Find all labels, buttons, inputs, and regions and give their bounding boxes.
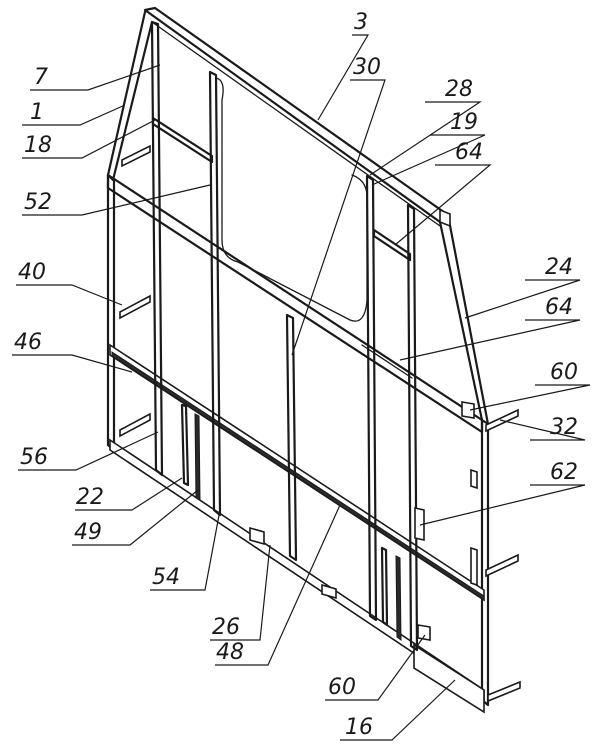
label-60a: 60 (550, 360, 578, 385)
tab-60-lower (417, 624, 431, 641)
bracket-upper-left (121, 144, 151, 168)
leader-52 (22, 184, 211, 216)
label-46: 46 (14, 330, 42, 355)
label-26: 26 (212, 615, 240, 640)
tab-26 (249, 526, 265, 546)
leader-1 (22, 104, 126, 126)
tab-62 (414, 507, 425, 541)
label-52: 52 (24, 190, 52, 215)
leader-26 (210, 544, 271, 641)
label-24: 24 (545, 255, 573, 280)
label-60b: 60 (328, 675, 356, 700)
stud-centre (285, 313, 298, 562)
label-62: 62 (550, 460, 578, 485)
tab-bottom-mid (321, 583, 337, 600)
stud-right-b (406, 203, 419, 652)
leader-64a (394, 164, 492, 246)
leader-62 (419, 484, 586, 526)
leader-30 (291, 79, 386, 356)
bracket-56 (119, 412, 151, 438)
leader-32 (499, 419, 586, 441)
leader-64b (399, 319, 581, 361)
leader-48 (215, 504, 341, 666)
label-7: 7 (34, 65, 48, 90)
leader-60a (469, 384, 591, 411)
label-48: 48 (216, 640, 244, 665)
label-64a: 64 (455, 140, 483, 165)
leader-7 (30, 64, 161, 91)
bottom-rail (413, 643, 485, 714)
header-64 (372, 228, 412, 262)
leader-19 (371, 134, 486, 186)
tab-60-upper (461, 401, 475, 419)
leader-lines (12, 34, 591, 741)
label-3: 3 (354, 10, 368, 35)
upper-beam (106, 173, 484, 434)
post-right-a (380, 546, 389, 627)
label-56: 56 (20, 445, 48, 470)
label-30: 30 (353, 55, 381, 80)
brace-18 (151, 116, 214, 164)
leader-24 (464, 279, 581, 319)
leader-60b (325, 634, 426, 701)
leader-16 (340, 679, 456, 741)
leader-46 (12, 354, 133, 373)
tab-right-upper (470, 468, 478, 490)
bracket-40 (119, 294, 151, 320)
stud-right-a (365, 174, 378, 622)
bracket-mid-right (485, 553, 519, 578)
stud-left-inner (150, 20, 164, 477)
label-64b: 64 (545, 295, 573, 320)
middle-beam-channel (111, 351, 485, 601)
top-rail-lower-edge (151, 21, 441, 227)
leader-22 (75, 477, 183, 511)
label-19: 19 (450, 110, 478, 135)
post-22 (180, 403, 190, 487)
label-49: 49 (74, 520, 102, 545)
leader-40 (16, 284, 123, 306)
label-1: 1 (30, 100, 44, 125)
sill-64 (361, 344, 413, 379)
leader-3 (317, 34, 370, 121)
stud-second (208, 70, 222, 517)
label-22: 22 (76, 485, 104, 510)
leader-56 (18, 431, 159, 471)
bracket-bottom-right (487, 680, 521, 703)
label-54: 54 (152, 565, 180, 590)
right-outer-slope (438, 213, 490, 426)
leader-54 (150, 509, 221, 591)
post-49 (194, 413, 201, 501)
wall-frame (106, 6, 521, 714)
right-outer-stud (480, 418, 490, 707)
label-16: 16 (345, 715, 373, 740)
tab-top-right (439, 208, 451, 228)
tab-right-mid (470, 546, 478, 587)
part-labels: 7 1 18 52 40 46 56 22 49 54 26 48 3 30 2… (14, 10, 578, 740)
post-right-b (395, 555, 402, 642)
label-32: 32 (550, 415, 578, 440)
left-outer-stud (106, 173, 116, 452)
window-opening (215, 77, 368, 322)
label-40: 40 (18, 260, 46, 285)
label-28: 28 (445, 77, 473, 102)
leader-49 (72, 489, 199, 546)
leader-28 (369, 101, 482, 176)
leader-18 (22, 119, 156, 159)
label-18: 18 (24, 133, 52, 158)
